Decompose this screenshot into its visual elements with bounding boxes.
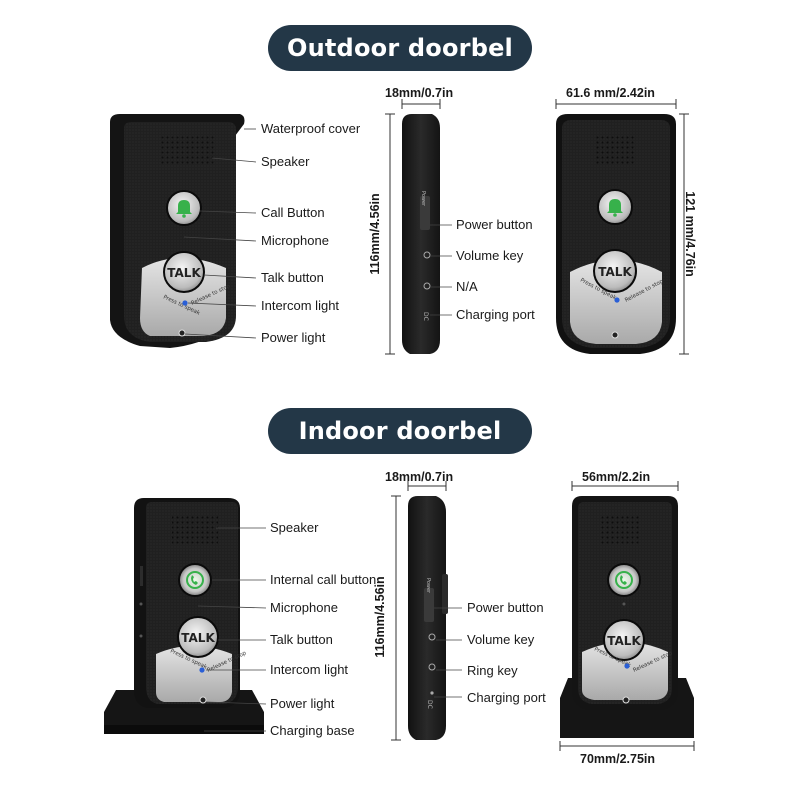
label-ring-key: Ring key [467, 663, 518, 678]
dim-indoor-depth: 18mm/0.7in [385, 470, 454, 484]
bell-icon [607, 199, 623, 217]
volume-key-side [428, 633, 436, 641]
power-light [622, 696, 630, 704]
label-indoor-power-light: Power light [270, 696, 335, 711]
power-button-side [424, 588, 434, 622]
indoor-front-leaders [197, 527, 267, 732]
intercom-light [182, 300, 188, 306]
label-indoor-intercom-light: Intercom light [270, 662, 349, 677]
power-light [611, 331, 619, 339]
indoor-front-device: TALK Press to speak Release to stop [104, 498, 264, 734]
talk-button [163, 251, 205, 293]
na-key-side [423, 282, 431, 290]
dim-indoor-height-side: 116mm/4.56in [373, 576, 387, 658]
label-indoor-power-button: Power button [467, 600, 544, 615]
outdoor-front-plain-device: TALK Press to speak Release to stop [556, 114, 676, 354]
indoor-side-device: Power DC [408, 496, 448, 740]
talk-button-text: TALK [181, 631, 215, 645]
label-charging-base: Charging base [270, 723, 355, 738]
speaker-grille-icon [160, 134, 216, 164]
label-talk-button: Talk button [261, 270, 324, 285]
phone-icon [615, 571, 633, 589]
indoor-side-dims [391, 481, 447, 741]
internal-call-button [607, 563, 641, 597]
internal-call-button [178, 563, 212, 597]
label-indoor-microphone: Microphone [270, 600, 338, 615]
indoor-front-plain-device: TALK Press to speak Release to stop [560, 496, 694, 738]
label-internal-call-button: Internal call button [270, 572, 377, 587]
dim-outdoor-depth: 18mm/0.7in [385, 86, 454, 100]
dim-indoor-width-bottom: 70mm/2.75in [580, 752, 656, 766]
dim-outdoor-height-back: 121 mm/4.76in [683, 191, 697, 277]
intercom-light [199, 667, 205, 673]
charging-port-print: DC [422, 312, 429, 321]
speaker-grille-icon [596, 134, 636, 166]
label-waterproof-cover: Waterproof cover [261, 121, 361, 136]
svg-text:DC: DC [426, 700, 433, 709]
intercom-light [624, 663, 630, 669]
talk-button [593, 249, 637, 293]
outdoor-front-device: TALK Press to speak Release to stop [110, 114, 245, 348]
label-na: N/A [456, 279, 478, 294]
label-microphone: Microphone [261, 233, 329, 248]
label-speaker: Speaker [261, 154, 310, 169]
svg-text:Power: Power [420, 191, 426, 207]
indoor-title: Indoor doorbel [268, 408, 532, 454]
talk-button-text: TALK [598, 265, 632, 279]
talk-button-text: TALK [167, 266, 201, 280]
label-volume-key: Volume key [456, 248, 524, 263]
speaker-grille-icon [600, 514, 640, 544]
outdoor-back-dims [555, 99, 689, 355]
label-intercom-light: Intercom light [261, 298, 340, 313]
outdoor-side-dims [385, 99, 441, 355]
dim-outdoor-width: 61.6 mm/2.42in [566, 86, 655, 100]
outdoor-title: Outdoor doorbel [268, 25, 532, 71]
speaker-grille-icon [172, 516, 218, 546]
label-indoor-speaker: Speaker [270, 520, 319, 535]
power-light [199, 696, 207, 704]
talk-button-text: TALK [607, 634, 641, 648]
label-indoor-volume-key: Volume key [467, 632, 535, 647]
power-light [178, 329, 186, 337]
outdoor-front-leaders [183, 128, 257, 339]
indoor-side-leaders [434, 607, 462, 698]
label-charging-port: Charging port [456, 307, 535, 322]
talk-button [177, 616, 219, 658]
talk-button [603, 619, 645, 661]
dim-indoor-width-top: 56mm/2.2in [582, 470, 651, 484]
label-power-light: Power light [261, 330, 326, 345]
label-indoor-charging-port: Charging port [467, 690, 546, 705]
label-indoor-talk-button: Talk button [270, 632, 333, 647]
svg-text:Power: Power [425, 578, 431, 594]
label-call-button: Call Button [261, 205, 325, 220]
power-button-side [420, 196, 430, 230]
outdoor-side-device: Power DC [402, 114, 440, 354]
ring-key-side [428, 663, 436, 671]
volume-key-side [423, 251, 431, 259]
outdoor-side-leaders [430, 224, 452, 316]
dim-outdoor-height-side: 116mm/4.56in [368, 193, 382, 275]
label-power-button: Power button [456, 217, 533, 232]
bell-icon [176, 200, 192, 218]
indoor-plain-dims [559, 481, 695, 751]
intercom-light [614, 297, 620, 303]
phone-icon [186, 571, 204, 589]
